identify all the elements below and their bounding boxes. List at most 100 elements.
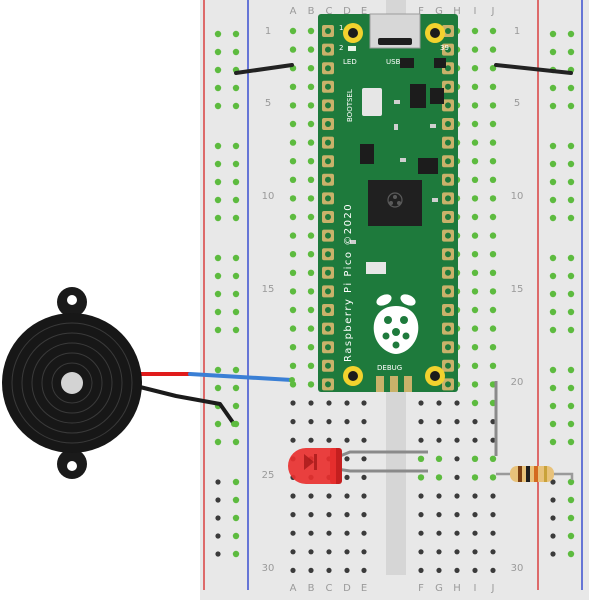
breadboard-hole[interactable]	[549, 366, 557, 374]
breadboard-hole[interactable]	[214, 366, 222, 374]
breadboard-hole[interactable]	[471, 306, 479, 314]
breadboard-hole[interactable]	[214, 438, 222, 446]
breadboard-hole[interactable]	[567, 272, 575, 280]
breadboard-hole[interactable]	[471, 158, 479, 165]
breadboard-hole[interactable]	[232, 550, 240, 558]
breadboard-hole[interactable]	[289, 344, 297, 351]
breadboard-hole[interactable]	[454, 549, 460, 555]
breadboard-hole[interactable]	[307, 176, 315, 183]
breadboard-hole[interactable]	[471, 27, 479, 35]
breadboard-hole[interactable]	[549, 160, 557, 168]
breadboard-hole[interactable]	[215, 479, 221, 485]
breadboard-hole[interactable]	[214, 326, 222, 334]
breadboard-hole[interactable]	[567, 214, 575, 222]
breadboard-hole[interactable]	[307, 213, 315, 221]
wire-black-right[interactable]	[494, 63, 573, 75]
breadboard-hole[interactable]	[471, 455, 479, 462]
breadboard-hole[interactable]	[326, 400, 332, 406]
breadboard-hole[interactable]	[549, 254, 557, 262]
red-led[interactable]	[288, 448, 342, 484]
breadboard-hole[interactable]	[232, 438, 240, 446]
breadboard-hole[interactable]	[232, 160, 240, 168]
breadboard-hole[interactable]	[344, 456, 350, 462]
breadboard-hole[interactable]	[471, 213, 479, 221]
breadboard-hole[interactable]	[232, 272, 240, 280]
breadboard-hole[interactable]	[489, 288, 497, 295]
breadboard-hole[interactable]	[232, 142, 240, 150]
breadboard-hole[interactable]	[549, 214, 557, 222]
breadboard-hole[interactable]	[471, 251, 479, 258]
breadboard-hole[interactable]	[436, 419, 442, 425]
breadboard-hole[interactable]	[344, 437, 350, 443]
breadboard-hole[interactable]	[454, 493, 460, 499]
breadboard-hole[interactable]	[550, 551, 556, 557]
breadboard-hole[interactable]	[471, 344, 479, 351]
breadboard-hole[interactable]	[344, 549, 350, 555]
breadboard-hole[interactable]	[489, 46, 497, 53]
breadboard-hole[interactable]	[567, 48, 575, 56]
breadboard-hole[interactable]	[550, 533, 556, 539]
breadboard-hole[interactable]	[232, 532, 240, 540]
breadboard-hole[interactable]	[214, 142, 222, 150]
breadboard-hole[interactable]	[490, 549, 496, 555]
breadboard-hole[interactable]	[454, 474, 460, 480]
breadboard-hole[interactable]	[232, 308, 240, 316]
breadboard-hole[interactable]	[567, 402, 575, 410]
breadboard-hole[interactable]	[436, 493, 442, 499]
breadboard-hole[interactable]	[490, 437, 496, 443]
breadboard-hole[interactable]	[549, 402, 557, 410]
breadboard-hole[interactable]	[289, 325, 297, 332]
breadboard-hole[interactable]	[567, 326, 575, 334]
breadboard-hole[interactable]	[290, 567, 296, 574]
breadboard-hole[interactable]	[489, 344, 497, 351]
breadboard-hole[interactable]	[489, 139, 497, 146]
breadboard-hole[interactable]	[289, 27, 297, 35]
breadboard-hole[interactable]	[435, 474, 443, 481]
breadboard-hole[interactable]	[471, 176, 479, 183]
breadboard-hole[interactable]	[215, 551, 221, 557]
breadboard-hole[interactable]	[418, 567, 424, 574]
breadboard-hole[interactable]	[290, 419, 296, 425]
breadboard-hole[interactable]	[418, 419, 424, 425]
breadboard-hole[interactable]	[417, 474, 425, 481]
breadboard-hole[interactable]	[490, 493, 496, 499]
breadboard-hole[interactable]	[307, 362, 315, 369]
breadboard-hole[interactable]	[214, 196, 222, 204]
breadboard-hole[interactable]	[567, 142, 575, 150]
breadboard-hole[interactable]	[232, 478, 240, 486]
breadboard-hole[interactable]	[471, 83, 479, 91]
breadboard-hole[interactable]	[549, 290, 557, 298]
breadboard-hole[interactable]	[214, 30, 222, 38]
breadboard-hole[interactable]	[308, 493, 314, 499]
breadboard-hole[interactable]	[418, 493, 424, 499]
breadboard-hole[interactable]	[232, 514, 240, 522]
breadboard-hole[interactable]	[214, 214, 222, 222]
breadboard-hole[interactable]	[307, 65, 315, 72]
breadboard-hole[interactable]	[472, 567, 478, 574]
breadboard-hole[interactable]	[307, 251, 315, 258]
breadboard-hole[interactable]	[454, 567, 460, 574]
breadboard-hole[interactable]	[489, 251, 497, 258]
breadboard-hole[interactable]	[232, 178, 240, 186]
breadboard-hole[interactable]	[490, 511, 496, 518]
breadboard-hole[interactable]	[289, 232, 297, 239]
breadboard-hole[interactable]	[344, 493, 350, 499]
breadboard-hole[interactable]	[472, 511, 478, 518]
breadboard-hole[interactable]	[489, 232, 497, 239]
breadboard-hole[interactable]	[214, 308, 222, 316]
breadboard-hole[interactable]	[215, 533, 221, 539]
piezo-buzzer[interactable]	[2, 287, 295, 479]
breadboard-hole[interactable]	[471, 232, 479, 239]
breadboard-hole[interactable]	[454, 456, 460, 462]
breadboard-hole[interactable]	[436, 400, 442, 406]
breadboard-hole[interactable]	[472, 493, 478, 499]
breadboard-hole[interactable]	[549, 196, 557, 204]
breadboard-hole[interactable]	[489, 269, 497, 276]
breadboard-hole[interactable]	[549, 272, 557, 280]
breadboard-hole[interactable]	[308, 530, 314, 536]
breadboard-hole[interactable]	[290, 511, 296, 518]
breadboard-hole[interactable]	[472, 549, 478, 555]
breadboard-hole[interactable]	[290, 400, 296, 406]
breadboard-hole[interactable]	[471, 120, 479, 128]
breadboard-hole[interactable]	[344, 530, 350, 536]
